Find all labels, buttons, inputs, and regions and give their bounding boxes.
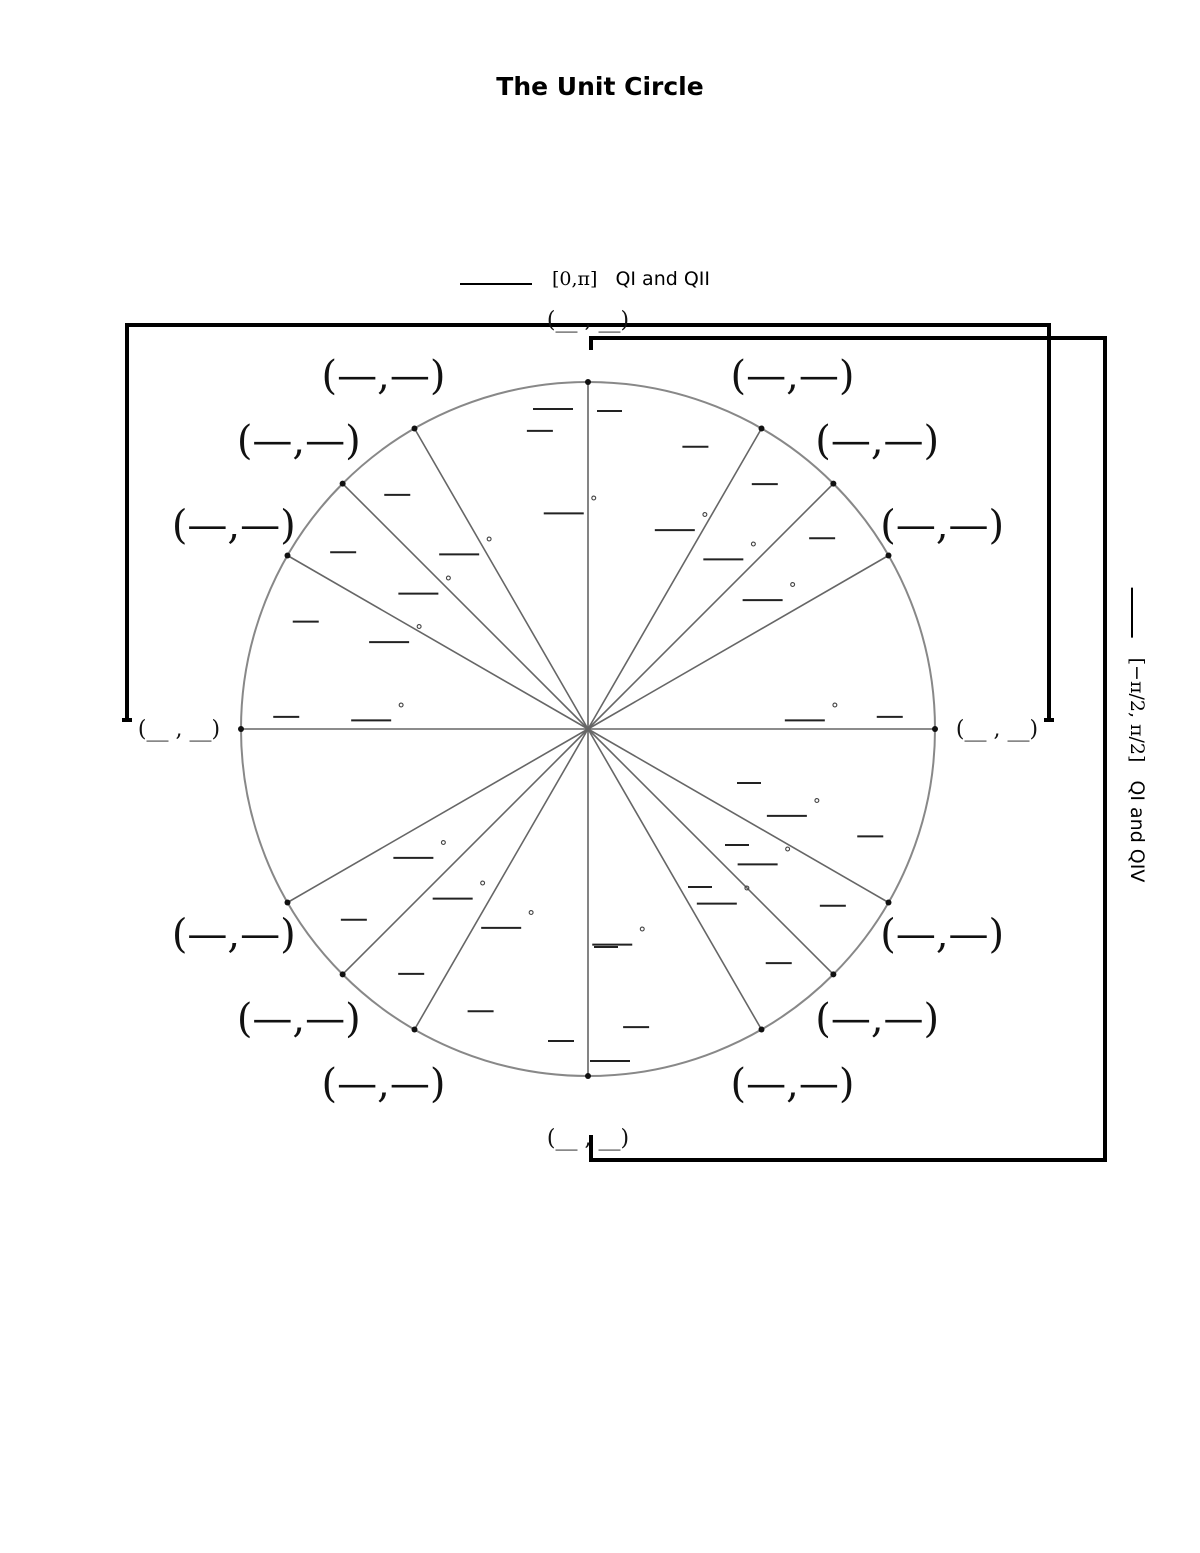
coordinate-blank-120[interactable]: (—,—) [322,353,446,399]
point-45 [830,480,837,487]
degree-mark-210: ° [439,837,447,856]
degree-mark-120: ° [485,533,493,552]
degree-mark-225: ° [479,878,487,897]
coordinate-blank-225[interactable]: (—,—) [237,996,361,1042]
coordinate-blank-330[interactable]: (—,—) [880,912,1004,958]
point-225 [339,971,346,978]
degree-mark-180: ° [397,699,405,718]
point-60 [758,425,765,432]
page-title: The Unit Circle [496,72,704,101]
ray-300 [587,728,763,1030]
coordinate-blank-135[interactable]: (—,—) [237,418,361,464]
degree-mark-0: ° [831,699,839,718]
point-240 [411,1026,418,1033]
point-90 [585,379,591,385]
degree-mark-330: ° [813,795,821,814]
ray-315 [587,728,834,975]
point-330 [885,899,892,906]
degree-mark-270: ° [638,924,646,943]
degree-mark-300: ° [743,883,751,902]
degree-mark-60: ° [701,509,709,528]
degree-mark-150: ° [415,621,423,640]
coordinate-blank-180[interactable]: (__ , __) [138,717,220,742]
ray-225 [342,728,589,975]
point-150 [284,552,291,559]
ray-150 [287,554,589,730]
top-bracket-interval: [0,π] [552,268,598,290]
coordinate-blank-210[interactable]: (—,—) [172,912,296,958]
degree-mark-90: ° [590,492,598,511]
point-0 [932,726,938,732]
coordinate-blank-0[interactable]: (__ , __) [956,717,1038,742]
circle-points [238,379,938,1079]
degree-mark-135: ° [444,573,452,592]
point-210 [284,899,291,906]
point-315 [830,971,837,978]
point-270 [585,1073,591,1079]
top-bracket-quadrants: QI and QII [615,268,710,290]
degree-mark-315: ° [784,843,792,862]
coordinate-blank-240[interactable]: (—,—) [322,1061,446,1107]
ray-240 [413,728,589,1030]
ray-120 [413,428,589,730]
angle-answer-blanks: ° ° ° ° ° ° ° ° ° ° ° ° ° ° ° ° [273,408,903,1062]
coordinate-blank-60[interactable]: (—,—) [731,353,855,399]
angle-rays [241,382,935,1076]
top-bracket-answer-blank[interactable] [460,269,532,285]
ray-60 [587,428,763,730]
degree-mark-45: ° [749,538,757,557]
coordinate-blanks: (__ , __) (—,—) (—,—) (—,—) (__ , __) (—,—) (—… [138,308,1038,1151]
side-bracket [589,336,1107,1162]
coordinate-blank-30[interactable]: (—,—) [880,503,1004,549]
coordinate-blank-315[interactable]: (—,—) [815,996,939,1042]
ray-330 [587,728,889,904]
coordinate-blank-90[interactable]: (__ , __) [547,308,629,333]
point-300 [758,1026,765,1033]
ray-30 [587,554,889,730]
point-120 [411,425,418,432]
point-180 [238,726,244,732]
top-bracket [125,323,1051,720]
degree-mark-240: ° [527,907,535,926]
coordinate-blank-270[interactable]: (__ , __) [547,1126,629,1151]
ray-45 [587,483,834,730]
point-30 [885,552,892,559]
degree-mark-30: ° [789,579,797,598]
coordinate-blank-45[interactable]: (—,—) [815,418,939,464]
coordinate-blank-150[interactable]: (—,—) [172,503,296,549]
top-bracket-label: [0,π] QI and QII [460,268,710,290]
ray-135 [342,483,589,730]
coordinate-blank-300[interactable]: (—,—) [731,1061,855,1107]
ray-210 [287,728,589,904]
point-135 [339,480,346,487]
